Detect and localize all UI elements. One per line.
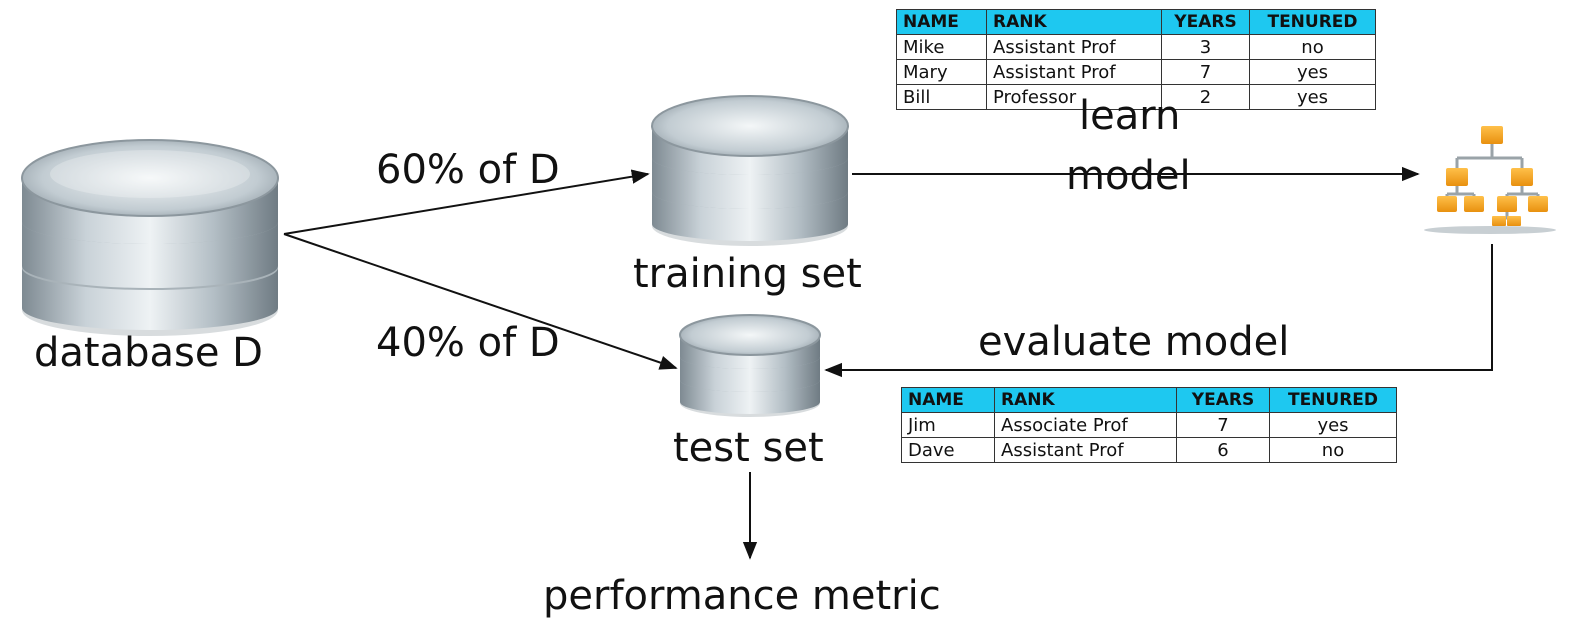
table-cell: yes bbox=[1249, 59, 1376, 85]
test-split-label: 40% of D bbox=[376, 320, 560, 366]
table-cell: no bbox=[1269, 437, 1397, 463]
training-split-label: 60% of D bbox=[376, 147, 560, 193]
table-cell: Dave bbox=[901, 437, 995, 463]
table-cell: 6 bbox=[1176, 437, 1270, 463]
table-row: Dave Assistant Prof 6 no bbox=[901, 437, 1397, 463]
table-cell: 7 bbox=[1176, 412, 1270, 438]
test-data-table: NAME RANK YEARS TENURED Jim Associate Pr… bbox=[901, 387, 1397, 463]
table-cell: Assistant Prof bbox=[986, 34, 1162, 60]
table-cell: 3 bbox=[1161, 34, 1250, 60]
table-cell: yes bbox=[1249, 84, 1376, 110]
column-header: NAME bbox=[901, 387, 995, 413]
column-header: RANK bbox=[994, 387, 1177, 413]
table-cell: Jim bbox=[901, 412, 995, 438]
database-label: database D bbox=[34, 330, 263, 376]
database-icon bbox=[679, 314, 821, 417]
table-cell: no bbox=[1249, 34, 1376, 60]
evaluate-model-arrow bbox=[824, 244, 1493, 378]
performance-metric-label: performance metric bbox=[543, 573, 941, 619]
table-cell: Mike bbox=[896, 34, 987, 60]
split-train-arrow bbox=[283, 169, 650, 235]
table-cell: 7 bbox=[1161, 59, 1250, 85]
table-cell: 2 bbox=[1161, 84, 1250, 110]
database-icon bbox=[651, 95, 849, 246]
table-row: Mike Assistant Prof 3 no bbox=[896, 34, 1376, 60]
column-header: TENURED bbox=[1269, 387, 1397, 413]
table-row: Bill Professor 2 yes bbox=[896, 84, 1376, 110]
test-set-label: test set bbox=[673, 425, 824, 471]
column-header: TENURED bbox=[1249, 9, 1376, 35]
table-row: Jim Associate Prof 7 yes bbox=[901, 412, 1397, 438]
column-header: NAME bbox=[896, 9, 987, 35]
column-header: YEARS bbox=[1161, 9, 1250, 35]
table-row: Mary Assistant Prof 7 yes bbox=[896, 59, 1376, 85]
table-cell: Bill bbox=[896, 84, 987, 110]
model-label: model bbox=[1066, 153, 1191, 199]
table-cell: Professor bbox=[986, 84, 1162, 110]
table-cell: Associate Prof bbox=[994, 412, 1177, 438]
evaluate-model-label: evaluate model bbox=[978, 319, 1290, 365]
decision-tree-icon bbox=[1424, 126, 1556, 234]
column-header: YEARS bbox=[1176, 387, 1270, 413]
training-data-table: NAME RANK YEARS TENURED Mike Assistant P… bbox=[896, 9, 1376, 110]
split-test-arrow bbox=[283, 233, 678, 370]
table-cell: Mary bbox=[896, 59, 987, 85]
table-header-row: NAME RANK YEARS TENURED bbox=[896, 9, 1376, 35]
table-cell: yes bbox=[1269, 412, 1397, 438]
database-icon bbox=[21, 139, 279, 336]
table-header-row: NAME RANK YEARS TENURED bbox=[901, 387, 1397, 413]
column-header: RANK bbox=[986, 9, 1162, 35]
table-cell: Assistant Prof bbox=[994, 437, 1177, 463]
table-cell: Assistant Prof bbox=[986, 59, 1162, 85]
learn-label: learn bbox=[1079, 93, 1181, 139]
training-set-label: training set bbox=[633, 251, 862, 297]
